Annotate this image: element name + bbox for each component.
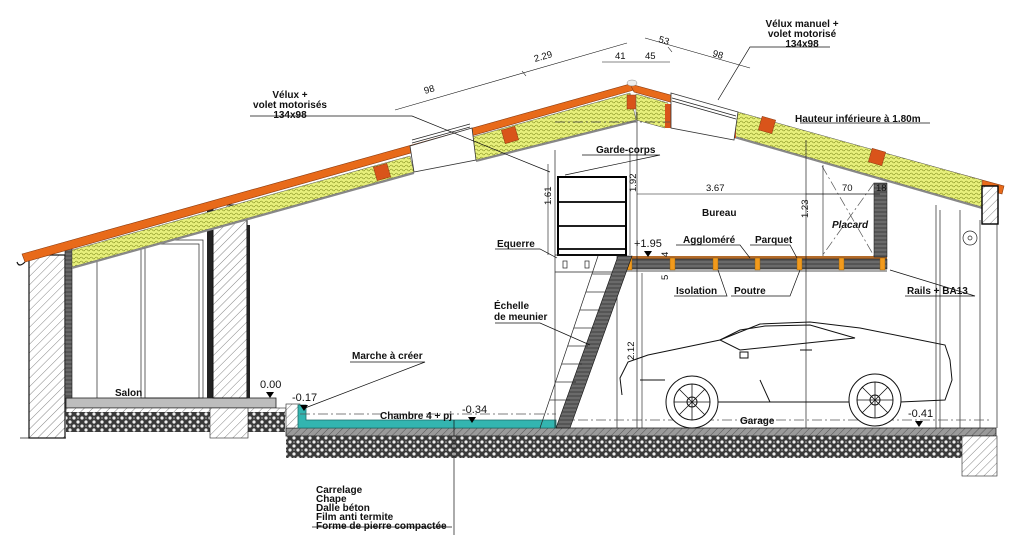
dimension-lines	[394, 37, 880, 428]
label-placard: Placard	[832, 220, 869, 231]
dim-45: 45	[645, 51, 656, 62]
label-marche: Marche à créer	[352, 351, 423, 362]
dim-367: 3.67	[706, 183, 725, 194]
layer-chape: Chape	[316, 494, 347, 505]
label-velux-left-2: volet motorisés	[253, 100, 327, 111]
dim-70: 70	[842, 183, 853, 194]
label-velux-right-2: volet motorisé	[768, 29, 837, 40]
dim-4: 4	[660, 252, 671, 257]
foundation	[20, 397, 998, 477]
left-wall	[16, 204, 250, 439]
mezzanine	[300, 112, 998, 428]
label-isolation: Isolation	[676, 286, 717, 297]
dim-18: 18	[876, 183, 887, 194]
layer-forme: Forme de pierre compactée	[316, 521, 447, 532]
level-marker-017	[300, 405, 308, 411]
label-bureau: Bureau	[702, 208, 736, 219]
level-195: +1.95	[634, 238, 662, 250]
layer-carrelage: Carrelage	[316, 485, 363, 496]
dim-123: 1.23	[800, 200, 811, 219]
label-parquet: Parquet	[755, 235, 793, 246]
level-034: -0.34	[462, 404, 487, 416]
label-agglomere: Aggloméré	[683, 235, 736, 246]
label-chambre: Chambre 4 + pj	[380, 411, 452, 422]
label-echelle-1: Échelle	[494, 299, 529, 312]
label-garde-corps: Garde-corps	[596, 145, 656, 156]
dim-98-right: 98	[711, 48, 724, 61]
label-salon: Salon	[115, 388, 142, 399]
dim-161: 1.61	[543, 187, 554, 206]
label-velux-right-3: 134x98	[785, 39, 819, 50]
level-marker-041	[915, 421, 923, 427]
label-rails: Rails + BA13	[907, 286, 968, 297]
label-equerre: Equerre	[497, 239, 535, 250]
dim-98-left: 98	[423, 83, 436, 96]
floor-layers-legend: Carrelage Chape Dalle béton Film anti te…	[316, 485, 447, 532]
dim-53: 53	[657, 34, 670, 47]
label-garage: Garage	[740, 416, 775, 427]
dim-192: 1.92	[628, 174, 639, 193]
label-hauteur: Hauteur inférieure à 1.80m	[795, 114, 921, 125]
dim-41: 41	[615, 51, 626, 62]
leader-lines	[250, 46, 976, 535]
level-marker-195	[644, 251, 652, 257]
roof-left	[21, 83, 640, 269]
level-017: -0.17	[292, 392, 317, 404]
level-000: 0.00	[260, 379, 281, 391]
level-marker-000	[266, 392, 274, 398]
label-velux-left-3: 134x98	[273, 110, 307, 121]
level-markers: 0.00 -0.17 -0.34 +1.95 -0.41	[260, 238, 933, 427]
ladder	[539, 255, 633, 429]
layer-film: Film anti termite	[316, 512, 394, 523]
label-poutre: Poutre	[734, 286, 766, 297]
dim-229: 2.29	[533, 49, 554, 65]
label-echelle-2: de meunier	[494, 312, 547, 323]
label-velux-left-1: Vélux +	[272, 90, 307, 101]
dim-5: 5	[660, 275, 671, 280]
level-041: -0.41	[908, 408, 933, 420]
dim-212: 2.12	[626, 342, 637, 361]
roof-right	[626, 79, 1005, 225]
level-marker-034	[468, 417, 476, 423]
layer-dalle: Dalle béton	[316, 503, 370, 514]
label-velux-right-1: Vélux manuel +	[765, 19, 838, 30]
car	[619, 321, 953, 429]
